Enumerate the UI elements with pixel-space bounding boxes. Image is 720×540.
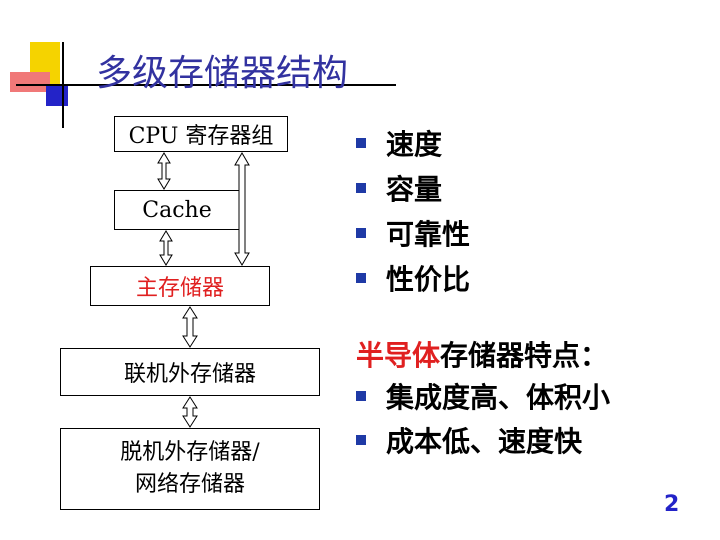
list-item: 可靠性 bbox=[356, 210, 470, 255]
bullet-text: 可靠性 bbox=[386, 217, 471, 251]
square-bullet-icon bbox=[356, 182, 366, 193]
bullet-text: 集成度高、体积小 bbox=[386, 381, 611, 414]
title-decoration-red bbox=[10, 72, 50, 92]
box-cache: Cache bbox=[114, 190, 240, 230]
list-item: 性价比 bbox=[356, 255, 470, 300]
bullet-text: 成本低、速度快 bbox=[386, 425, 583, 458]
arrow-cpu-main bbox=[234, 152, 250, 266]
list-item: 容量 bbox=[356, 165, 470, 210]
square-bullet-icon bbox=[356, 137, 366, 148]
list-item: 成本低、速度快 bbox=[356, 418, 610, 462]
arrow-online-offline bbox=[182, 396, 198, 428]
square-bullet-icon bbox=[356, 391, 366, 401]
semiconductor-heading: 半导体存储器特点： bbox=[356, 334, 608, 374]
box-main-memory: 主存储器 bbox=[90, 266, 270, 306]
bullet-text: 速度 bbox=[386, 127, 443, 161]
page-title: 多级存储器结构 bbox=[96, 53, 349, 94]
semiconductor-heading-red: 半导体 bbox=[356, 339, 441, 372]
semiconductor-heading-rest: 存储器特点： bbox=[440, 339, 609, 372]
box-offline-storage-line1: 脱机外存储器/ bbox=[120, 440, 260, 465]
arrow-cpu-cache bbox=[157, 152, 171, 190]
box-cpu-registers: CPU 寄存器组 bbox=[114, 116, 288, 152]
square-bullet-icon bbox=[356, 272, 366, 283]
bullet-text: 容量 bbox=[386, 172, 443, 206]
box-online-storage: 联机外存储器 bbox=[60, 348, 320, 396]
bullet-text: 性价比 bbox=[386, 262, 471, 296]
box-offline-storage-line2: 网络存储器 bbox=[134, 472, 245, 497]
list-item: 速度 bbox=[356, 120, 470, 165]
page-number: 2 bbox=[664, 492, 680, 517]
square-bullet-icon bbox=[356, 227, 366, 238]
list-item: 集成度高、体积小 bbox=[356, 374, 610, 418]
arrow-cache-main bbox=[159, 230, 173, 266]
box-offline-storage: 脱机外存储器/ 网络存储器 bbox=[60, 428, 320, 510]
semiconductor-features-list: 集成度高、体积小 成本低、速度快 bbox=[356, 374, 610, 462]
square-bullet-icon bbox=[356, 435, 366, 445]
criteria-list: 速度 容量 可靠性 性价比 bbox=[356, 120, 470, 300]
arrow-main-online bbox=[182, 306, 198, 348]
title-underline bbox=[16, 84, 396, 86]
